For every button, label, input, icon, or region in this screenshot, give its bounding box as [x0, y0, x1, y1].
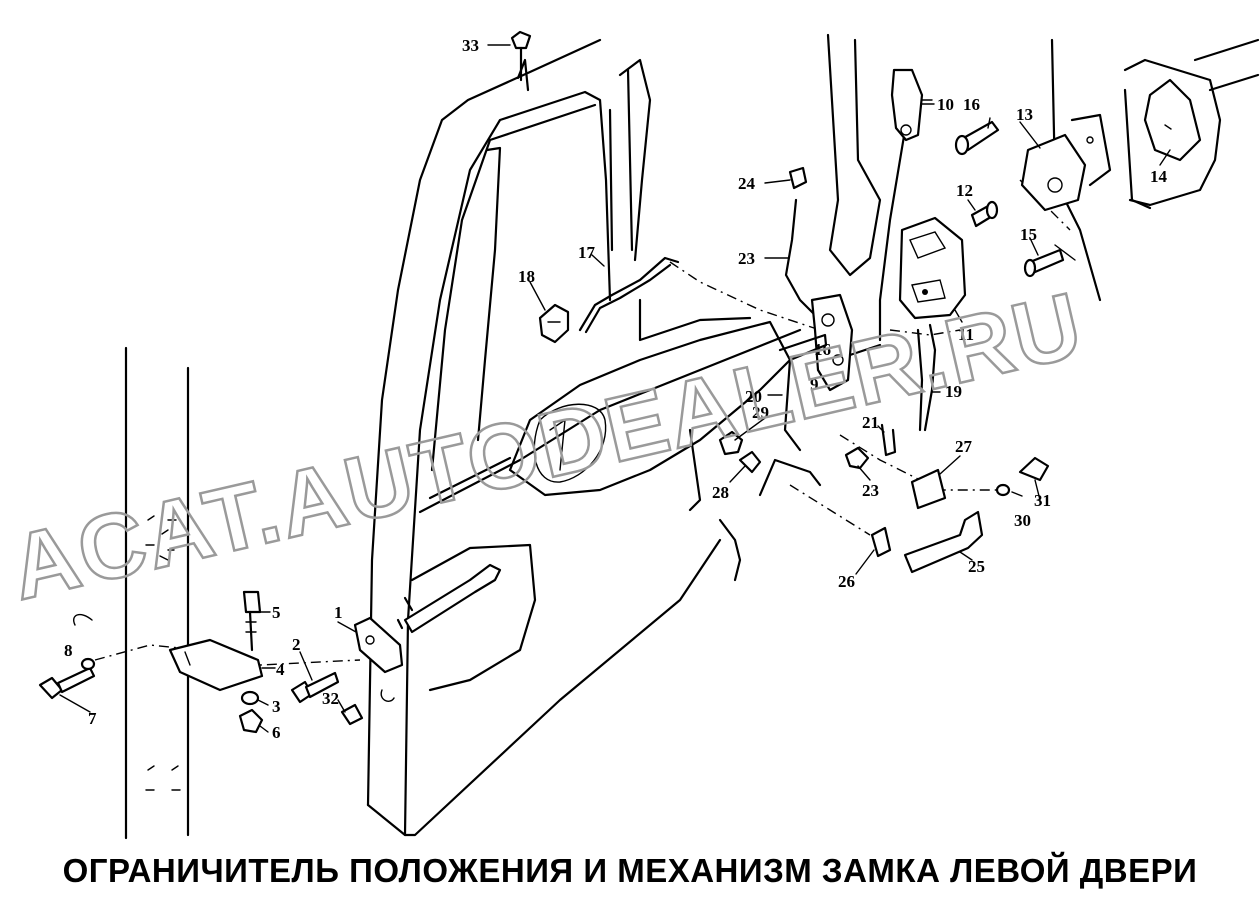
callout-32: 32 — [322, 689, 339, 708]
part-33-grommet — [510, 30, 532, 82]
door-pillar — [826, 33, 1260, 342]
part-9-latch — [810, 293, 882, 392]
callout-31: 31 — [1034, 491, 1051, 510]
callout-30: 30 — [1014, 511, 1031, 530]
callout-11: 11 — [958, 325, 974, 344]
part-28-clip — [738, 450, 762, 474]
part-27-escutcheon — [910, 468, 947, 510]
part-6-nut — [238, 708, 264, 734]
part-23-clip — [844, 446, 870, 470]
callout-16: 16 — [963, 95, 980, 114]
part-25-handle — [903, 510, 984, 574]
callout-24: 24 — [738, 174, 756, 193]
callout-27: 27 — [955, 437, 973, 456]
part-19-rod — [916, 323, 937, 432]
callout-6: 6 — [272, 723, 281, 742]
part-8-washer — [73, 613, 96, 671]
part-32-clip — [340, 689, 395, 726]
callout-8: 8 — [64, 641, 73, 660]
part-14-plate — [1143, 78, 1202, 162]
callout-10: 10 — [937, 95, 954, 114]
part-23-rod — [784, 198, 817, 317]
callout-23-upper: 23 — [738, 249, 755, 268]
callout-13: 13 — [1016, 105, 1033, 124]
part-30-washer — [995, 483, 1011, 497]
callout-2: 2 — [292, 635, 301, 654]
callout-33: 33 — [462, 36, 479, 55]
callout-5: 5 — [272, 603, 281, 622]
part-7-bolt — [38, 666, 96, 700]
part-26-bezel — [870, 526, 892, 558]
callout-1: 1 — [334, 603, 343, 622]
callout-26: 26 — [838, 572, 855, 591]
door-panel — [366, 38, 802, 837]
part-17-rod — [578, 256, 680, 334]
callout-14: 14 — [1150, 167, 1168, 186]
part-18-knob — [538, 303, 570, 344]
door-grab-handle — [396, 563, 502, 634]
callout-28: 28 — [712, 483, 729, 502]
callout-19: 19 — [945, 382, 962, 401]
callout-29: 29 — [752, 403, 769, 422]
callout-labels: 33 10 16 13 14 12 15 11 24 23 17 18 16 9… — [64, 36, 1168, 742]
part-13-striker — [1020, 113, 1112, 212]
part-10-bracket — [890, 68, 933, 142]
part-15-screw — [1023, 244, 1076, 278]
callout-20: 20 — [745, 387, 762, 406]
part-12-screw — [970, 200, 999, 228]
callout-4: 4 — [276, 660, 285, 679]
part-29-nut — [718, 430, 744, 456]
callout-23-lower: 23 — [862, 481, 879, 500]
part-20-bracket — [778, 333, 828, 452]
callout-3: 3 — [272, 697, 281, 716]
callout-25: 25 — [968, 557, 985, 576]
hinge-pillar — [124, 346, 190, 840]
part-31-screw — [1018, 456, 1050, 482]
part-1-hinge-plate — [353, 616, 404, 674]
part-21-bracket — [758, 423, 897, 497]
callout-18: 18 — [518, 267, 535, 286]
part-11-lock — [898, 216, 967, 320]
part-3-washer — [240, 690, 260, 706]
part-16-screw — [954, 120, 1000, 156]
part-5-pin — [242, 590, 262, 652]
diagram-caption: ОГРАНИЧИТЕЛЬ ПОЛОЖЕНИЯ И МЕХАНИЗМ ЗАМКА … — [62, 852, 1198, 889]
part-2-bolt — [290, 671, 340, 704]
callout-16-lower: 16 — [814, 340, 831, 359]
callout-17: 17 — [578, 243, 596, 262]
part-4-check-arm — [168, 638, 264, 692]
callout-12: 12 — [956, 181, 973, 200]
callout-21: 21 — [862, 413, 879, 432]
part-24-knob — [788, 166, 808, 190]
callout-7: 7 — [88, 709, 97, 728]
callout-15: 15 — [1020, 225, 1037, 244]
callout-9: 9 — [810, 375, 819, 394]
callout-leaders — [59, 44, 1171, 733]
